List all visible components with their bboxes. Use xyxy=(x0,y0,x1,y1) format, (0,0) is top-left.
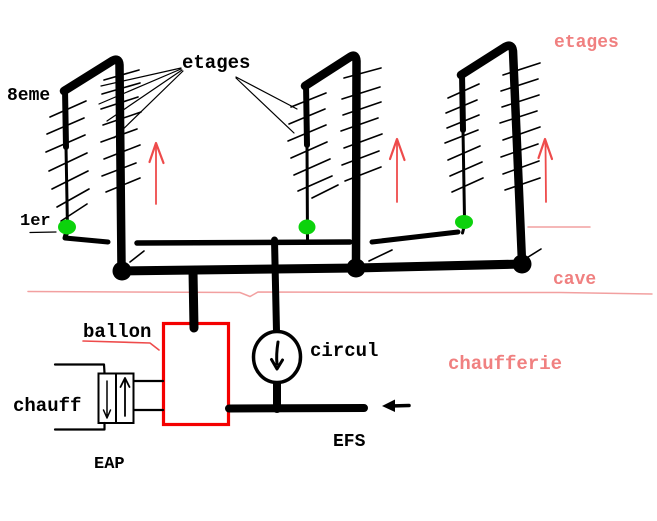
riser-2 xyxy=(287,51,406,271)
riser-3-supply-pipe xyxy=(456,41,527,267)
first-floor-line-right xyxy=(369,229,461,245)
first-floor-line-left xyxy=(134,239,353,246)
label-chaufferie: chaufferie xyxy=(448,353,562,375)
first-floor-label-tick xyxy=(29,231,57,234)
riser-1-supply-pipe xyxy=(59,55,126,271)
ballon-tank-outline xyxy=(161,321,231,427)
junction-dot-2 xyxy=(346,258,366,278)
label-etages-black: etages xyxy=(182,52,250,74)
riser-1-return-pipe-upper xyxy=(62,86,69,150)
riser-2-return-pipe-upper xyxy=(303,81,310,148)
label-8eme: 8eme xyxy=(7,86,50,106)
ballon-feed-pipe xyxy=(188,266,199,333)
riser-2-flow-up-arrow xyxy=(388,137,406,203)
riser-3-tap-dot xyxy=(455,215,473,229)
riser-2-tap-dot xyxy=(298,219,316,235)
label-1er: 1er xyxy=(20,212,51,231)
riser-2-supply-pipe xyxy=(300,51,361,271)
riser-feed-stub xyxy=(271,236,280,335)
label-ballon: ballon xyxy=(83,321,151,343)
exchanger-up-arrow xyxy=(119,377,131,417)
riser-1-flow-up-arrow xyxy=(148,141,165,205)
label-circul: circul xyxy=(310,340,378,362)
label-etages-pink: etages xyxy=(554,33,619,53)
heat-exchanger xyxy=(53,363,165,431)
eap-pipe-top xyxy=(53,363,106,375)
efs-supply-line xyxy=(225,404,368,413)
riser-1 xyxy=(45,55,165,271)
label-cave: cave xyxy=(553,270,596,290)
etages-pointer-lines xyxy=(98,67,298,139)
eap-pipe-bottom xyxy=(53,421,106,431)
junction-dot-1 xyxy=(112,261,132,281)
riser-1-return-pipe-lower xyxy=(64,145,69,231)
ballon-label-underline xyxy=(82,340,160,351)
cave-separator-line xyxy=(27,290,653,298)
pump-flow-down-arrow xyxy=(270,340,284,371)
cave-main-line xyxy=(117,259,527,276)
efs-inlet-arrow xyxy=(382,399,411,412)
riser-1-tap-dot xyxy=(58,219,76,235)
junction-dot-3 xyxy=(512,254,532,274)
riser-3 xyxy=(444,41,554,267)
riser-3-flow-up-arrow xyxy=(537,137,554,203)
junction-ticks xyxy=(129,248,542,263)
label-eap: EAP xyxy=(94,455,125,474)
riser-3-return-pipe-upper xyxy=(459,71,466,133)
label-efs: EFS xyxy=(333,432,366,452)
exchanger-down-arrow xyxy=(102,380,112,419)
label-chauff: chauff xyxy=(13,395,81,417)
